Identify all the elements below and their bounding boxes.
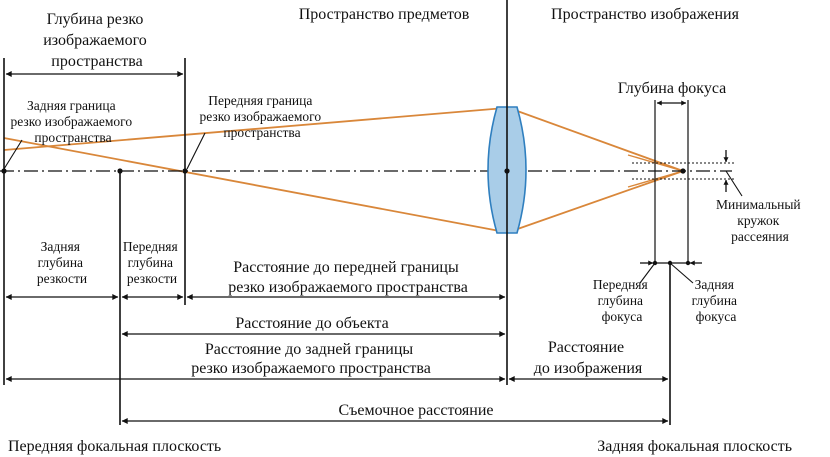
dof-title: Глубина резко изображаемого пространства — [43, 11, 151, 70]
point-rear-limit — [117, 168, 123, 174]
ray-lower-object — [3, 137, 506, 233]
image-space-label: Пространство изображения — [551, 6, 740, 23]
object-space-label: Пространство предметов — [299, 6, 470, 23]
leader-rear-limit — [3, 139, 23, 170]
dimension-arrows — [5, 71, 729, 424]
rear-dof-label: Задняя глубина резкости — [37, 239, 87, 286]
rear-focus-depth-label: Задняя глубина фокуса — [692, 277, 741, 324]
point-front-focal — [1, 168, 7, 174]
leader-lines — [3, 132, 743, 284]
leader-min-circle — [725, 170, 743, 197]
dist-image-label: Расстояние до изображения — [534, 339, 643, 377]
front-limit-label: Передняя граница резко изображаемого про… — [199, 93, 324, 140]
axis-points — [1, 168, 691, 266]
vertical-lines — [3, 0, 671, 425]
dist-object-label: Расстояние до объекта — [235, 315, 388, 332]
front-focal-plane-label: Передняя фокальная плоскость — [8, 438, 221, 455]
dist-rear-limit-label: Расстояние до задней границы резко изобр… — [191, 341, 431, 377]
ray-upper-object — [3, 107, 506, 151]
point-lens-center — [504, 168, 510, 174]
rear-limit-label: Задняя граница резко изображаемого прост… — [10, 98, 135, 145]
leader-rear-focus-depth — [669, 262, 694, 284]
ray-upper-image — [508, 107, 684, 172]
point-front-limit — [182, 168, 188, 174]
rear-focal-plane-label: Задняя фокальная плоскость — [597, 438, 792, 455]
leader-front-limit — [186, 132, 206, 170]
focus-depth-lines — [654, 100, 689, 265]
shooting-distance-label: Съемочное расстояние — [338, 402, 493, 419]
ray-lower-image — [508, 170, 684, 233]
min-circle-guides — [632, 162, 734, 180]
depth-of-focus-label: Глубина фокуса — [618, 80, 727, 97]
light-rays — [3, 107, 684, 233]
point-rear-focus — [680, 168, 686, 174]
dist-front-limit-label: Расстояние до передней границы резко изо… — [228, 259, 468, 296]
front-focus-depth-label: Передняя глубина фокуса — [593, 277, 651, 324]
leader-front-focus-depth — [639, 262, 656, 284]
min-circle-label: Минимальный кружок рассеяния — [716, 197, 804, 244]
front-dof-label: Передняя глубина резкости — [123, 239, 181, 286]
